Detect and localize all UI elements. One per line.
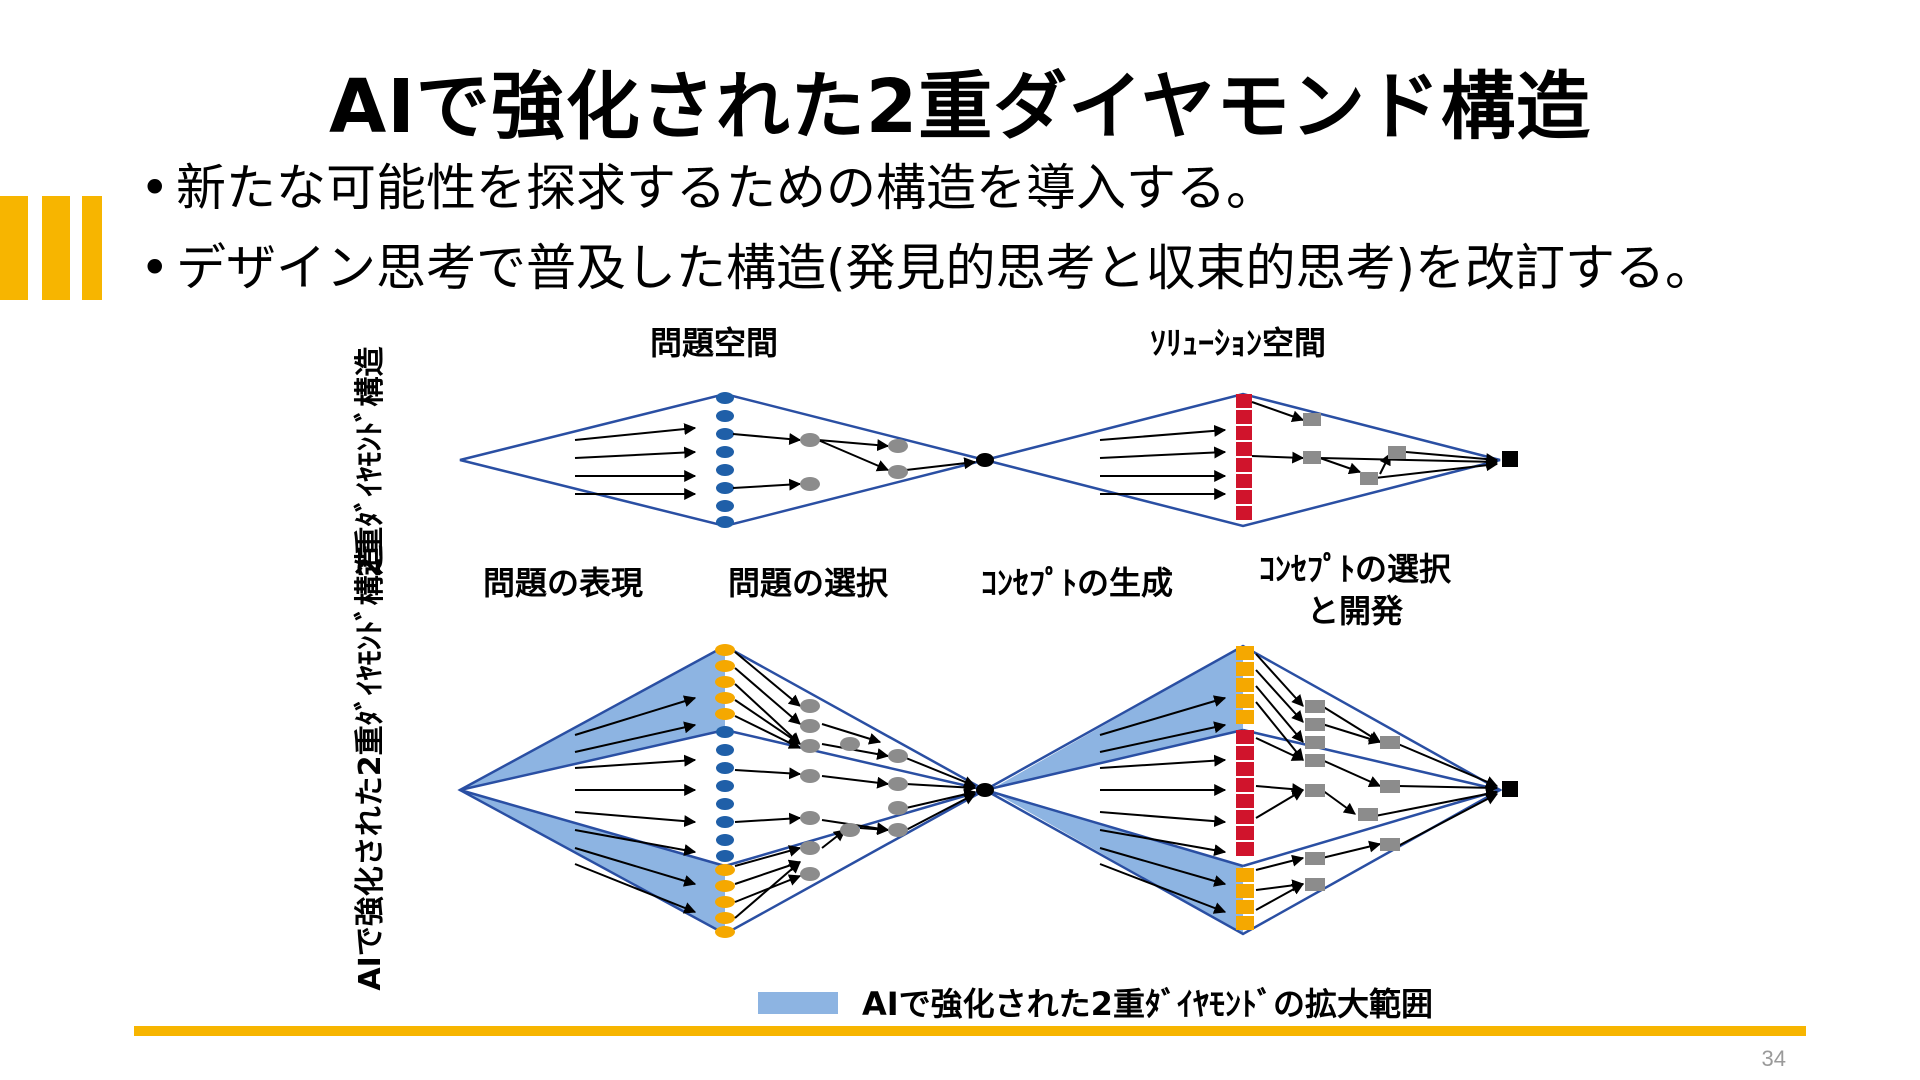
row-label-ai: AIで強化された2重ﾀﾞｲﾔﾓﾝﾄﾞ構造 <box>353 545 388 990</box>
page-number: 34 <box>1761 1046 1786 1071</box>
ai-flow-arrows-right <box>1099 653 1499 914</box>
phase-concept-generation: ｺﾝｾﾌﾟﾄの生成 <box>981 564 1173 602</box>
footer-divider <box>134 1026 1806 1036</box>
phase-concept-selection-line1: ｺﾝｾﾌﾟﾄの選択 <box>1259 550 1452 588</box>
ai-concept-nodes-right <box>1305 700 1400 891</box>
ai-problem-dots <box>715 644 735 938</box>
phase-problem-selection: 問題の選択 <box>728 564 889 602</box>
concept-nodes-top <box>800 413 1406 491</box>
problem-dots-top <box>716 392 734 528</box>
phase-concept-selection-line2: と開発 <box>1307 592 1404 630</box>
top-flow-arrows <box>574 401 1499 500</box>
legend-swatch <box>758 992 838 1014</box>
row-label-standard: 2重ﾀﾞｲﾔﾓﾝﾄﾞ構造 <box>353 347 388 578</box>
ai-concept-nodes-left <box>800 699 908 881</box>
ai-solution-squares <box>1236 646 1254 930</box>
solution-squares-top <box>1236 394 1252 520</box>
bullet-list: •新たな可能性を探求するための構造を導入する。 •デザイン思考で普及した構造(発… <box>140 148 1715 308</box>
bullet-item: •デザイン思考で普及した構造(発見的思考と収束的思考)を改訂する。 <box>140 239 1716 297</box>
bullet-item: •新たな可能性を探求するための構造を導入する。 <box>140 159 1276 217</box>
phase-problem-representation: 問題の表現 <box>483 564 643 602</box>
problem-space-label: 問題空間 <box>650 324 778 362</box>
convergence-points <box>976 451 1518 797</box>
page-title: AIで強化された2重ダイヤモンド構造 <box>328 64 1592 150</box>
solution-space-label: ｿﾘｭｰｼｮﾝ空間 <box>1150 324 1326 362</box>
legend-label: AIで強化された2重ﾀﾞｲﾔﾓﾝﾄﾞの拡大範囲 <box>862 985 1433 1023</box>
